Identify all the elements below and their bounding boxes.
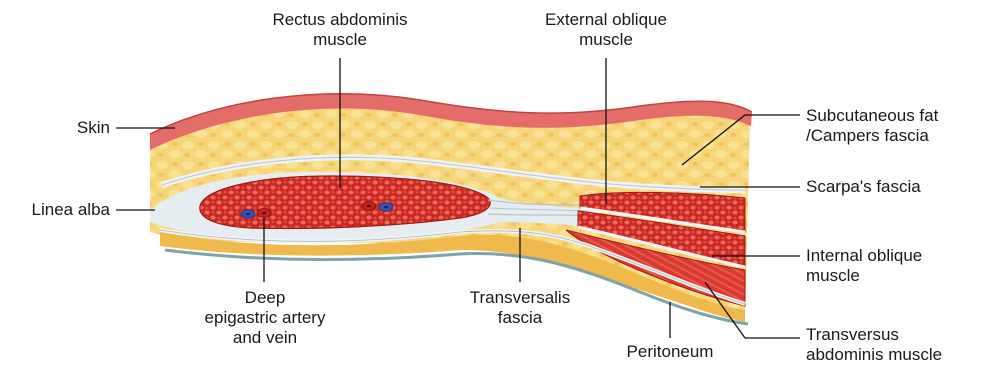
label-internal-oblique-line2: muscle [806, 266, 981, 286]
label-subcutaneous-line2: /Campers fascia [806, 126, 981, 146]
label-deep-epigastric-line1: Deep [190, 288, 340, 308]
label-external-oblique: External oblique muscle [520, 10, 692, 50]
label-transversus-line2: abdominis muscle [806, 345, 986, 365]
label-scarpa-text: Scarpa's fascia [806, 177, 921, 196]
label-transversalis-line2: fascia [450, 308, 590, 328]
label-subcutaneous-fat: Subcutaneous fat /Campers fascia [806, 106, 981, 146]
label-linea-alba-text: Linea alba [32, 200, 110, 219]
label-external-oblique-line2: muscle [520, 30, 692, 50]
label-rectus-line2: muscle [255, 30, 425, 50]
label-scarpas-fascia: Scarpa's fascia [806, 177, 981, 197]
label-transversus-line1: Transversus [806, 325, 986, 345]
label-deep-epigastric: Deep epigastric artery and vein [190, 288, 340, 348]
label-internal-oblique-line1: Internal oblique [806, 246, 981, 266]
label-transversalis-line1: Transversalis [450, 288, 590, 308]
label-skin: Skin [40, 118, 110, 138]
label-external-oblique-line1: External oblique [520, 10, 692, 30]
label-peritoneum-text: Peritoneum [627, 342, 714, 361]
label-internal-oblique: Internal oblique muscle [806, 246, 981, 286]
label-deep-epigastric-line3: and vein [190, 328, 340, 348]
label-linea-alba: Linea alba [2, 200, 110, 220]
label-deep-epigastric-line2: epigastric artery [190, 308, 340, 328]
label-skin-text: Skin [77, 118, 110, 137]
label-rectus-line1: Rectus abdominis [255, 10, 425, 30]
label-subcutaneous-line1: Subcutaneous fat [806, 106, 981, 126]
label-transversalis-fascia: Transversalis fascia [450, 288, 590, 328]
label-transversus-abdominis: Transversus abdominis muscle [806, 325, 986, 365]
label-rectus-abdominis: Rectus abdominis muscle [255, 10, 425, 50]
label-peritoneum: Peritoneum [600, 342, 740, 362]
